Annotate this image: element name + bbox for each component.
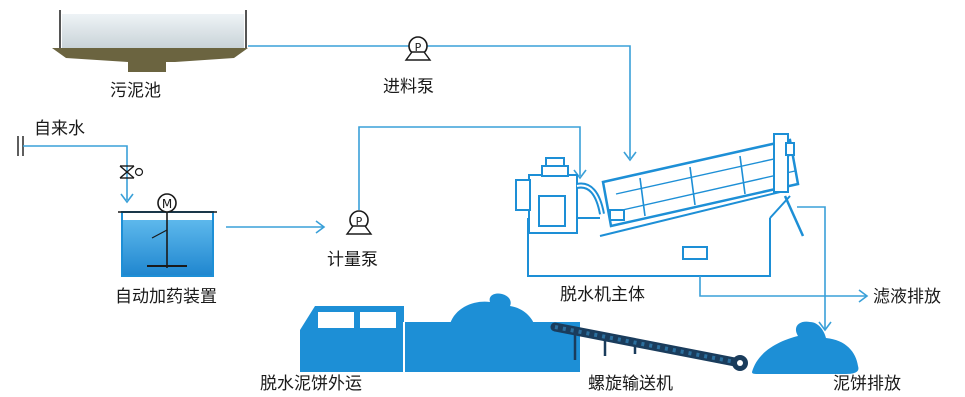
filtrate-discharge-label: 滤液排放 [873, 287, 941, 307]
svg-text:M: M [162, 197, 172, 211]
screw-conveyor-label: 螺旋输送机 [588, 374, 673, 394]
water-pipe [23, 145, 128, 200]
sludge-tank-label: 污泥池 [110, 81, 161, 101]
sludge-cake-pile [752, 321, 859, 374]
cake-discharge-label: 泥饼排放 [833, 374, 901, 394]
dewatering-main-label: 脱水机主体 [560, 285, 645, 305]
filtrate-pipe-arrow [858, 289, 869, 303]
sludge-tank [52, 10, 248, 72]
feed-pump-label: 进料泵 [383, 77, 434, 97]
cake-discharge-pipe [797, 206, 826, 330]
svg-text:P: P [356, 215, 363, 228]
screw-conveyor [550, 322, 748, 371]
metering-pipe-arrow [573, 169, 587, 180]
metering-pump-label: 计量泵 [327, 250, 378, 270]
sludge-truck [300, 293, 580, 372]
feed-pipe-arrow [623, 151, 637, 162]
dosing-tank [118, 204, 217, 277]
mixer-motor-icon: M [157, 193, 177, 213]
water-pipe-arrow [120, 193, 134, 204]
metering-pipe [358, 126, 581, 210]
cake-discharge-arrow [818, 321, 832, 332]
cake-transport-label: 脱水泥饼外运 [260, 374, 362, 394]
dosing-pipe-arrow [315, 220, 326, 234]
metering-pump-icon: P [345, 210, 373, 235]
filtrate-pipe [699, 276, 866, 297]
tap-water-inlet [17, 136, 24, 156]
dewatering-machine [515, 133, 805, 277]
feed-pipe [248, 45, 631, 158]
water-valve-icon [119, 165, 144, 179]
feed-pump-icon: P [404, 36, 432, 61]
dosing-device-label: 自动加药装置 [115, 287, 217, 307]
svg-text:P: P [415, 41, 422, 54]
tap-water-label: 自来水 [34, 119, 85, 139]
